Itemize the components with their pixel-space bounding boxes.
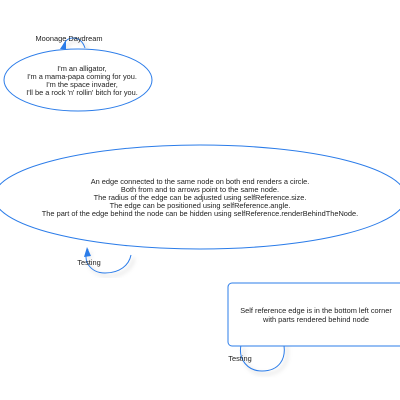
node-bottom-left-line: with parts rendered behind node <box>262 315 369 324</box>
node-alligator-line: I'm a mama-papa coming for you. <box>27 72 137 81</box>
node-circle-edge-shape <box>0 144 400 250</box>
edge-label-testing-2: Testing <box>228 354 251 363</box>
arrow-head-moonage <box>60 40 66 49</box>
node-circle-edge-line: Both from and to arrows point to the sam… <box>121 185 279 194</box>
node-alligator-line: I'm the space invader, <box>46 80 118 89</box>
node-bottom-left-line: Self reference edge is in the bottom lef… <box>240 306 392 315</box>
node-circle-edge-line: The radius of the edge can be adjusted u… <box>94 193 307 202</box>
edge-label-moonage: Moonage Daydream <box>36 34 103 43</box>
node-circle-edge-line: The edge can be positioned using selfRef… <box>110 201 291 210</box>
self-loop-edge-testing-1[interactable] <box>84 247 132 274</box>
edge-loop-testing-2 <box>239 339 285 372</box>
node-alligator[interactable]: I'm an alligator, I'm a mama-papa coming… <box>3 48 153 112</box>
node-alligator-line: I'll be a rock 'n' rollin' bitch for you… <box>26 88 138 97</box>
arrow-head-testing-1 <box>84 247 91 257</box>
edge-loop-testing-1 <box>85 248 132 274</box>
self-loop-edge-moonage[interactable] <box>60 37 86 50</box>
node-circle-edge[interactable]: An edge connected to the same node on bo… <box>0 144 400 250</box>
node-bottom-left[interactable]: Self reference edge is in the bottom lef… <box>227 282 400 347</box>
node-bottom-left-shape <box>227 282 400 347</box>
node-circle-edge-line: An edge connected to the same node on bo… <box>91 177 310 186</box>
node-alligator-shape <box>3 48 153 112</box>
node-alligator-line: I'm an alligator, <box>57 64 106 73</box>
edge-label-testing-1: Testing <box>77 258 100 267</box>
node-circle-edge-line: The part of the edge behind the node can… <box>42 209 358 218</box>
